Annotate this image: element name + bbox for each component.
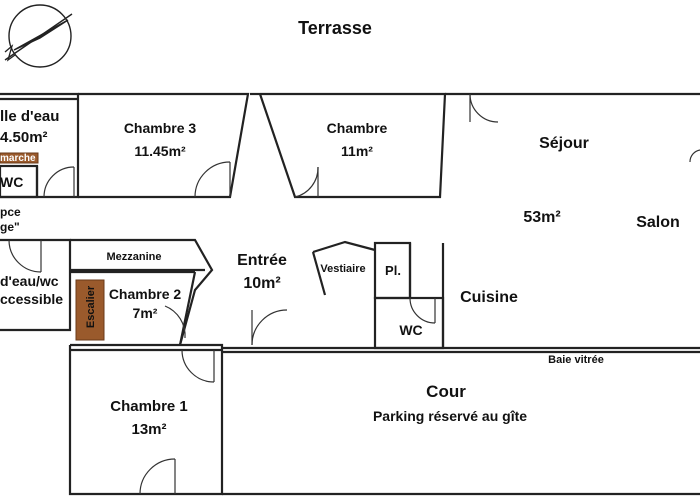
entree-name: Entrée — [237, 252, 287, 269]
terrasse-label: Terrasse — [298, 18, 372, 38]
entree-area: 10m² — [243, 275, 281, 292]
espace-left-line1: pce — [0, 205, 21, 219]
sejour-label: Séjour — [539, 135, 589, 152]
chambre1-name: Chambre 1 — [110, 398, 188, 415]
baie-label: Baie vitrée — [548, 354, 604, 366]
escalier-label: Escalier — [85, 285, 97, 329]
walls — [0, 92, 700, 496]
step-label: marche — [0, 153, 36, 164]
salon-label: Salon — [636, 214, 680, 231]
salle-eau-accessible-line2: ccessible — [0, 291, 64, 307]
compass-icon — [4, 4, 73, 68]
salle-eau-top-name: lle d'eau — [0, 108, 60, 125]
chambre3-area: 11.45m² — [134, 143, 186, 159]
door-swings — [8, 93, 700, 495]
chambre2-area: 7m² — [132, 305, 158, 321]
salle-eau-top-area: 4.50m² — [0, 129, 48, 146]
parking-label: Parking réservé au gîte — [372, 408, 528, 424]
chambre-top-name: Chambre — [326, 120, 388, 136]
living-area-label: 53m² — [523, 209, 561, 226]
salle-eau-accessible-line1: d'eau/wc — [0, 273, 59, 289]
wc-left-label: WC — [0, 174, 24, 190]
cour-label: Cour — [426, 382, 466, 401]
cuisine-label: Cuisine — [460, 289, 518, 306]
vestiaire-label: Vestiaire — [320, 263, 366, 275]
chambre1-area: 13m² — [131, 421, 167, 438]
placard-label: Pl. — [385, 263, 401, 278]
mezzanine-label: Mezzanine — [106, 251, 162, 263]
espace-left-line2: ge" — [0, 220, 20, 234]
chambre3-name: Chambre 3 — [123, 120, 197, 136]
chambre-top-area: 11m² — [341, 143, 373, 159]
chambre2-name: Chambre 2 — [108, 286, 182, 302]
wc-center-label: WC — [399, 322, 423, 338]
